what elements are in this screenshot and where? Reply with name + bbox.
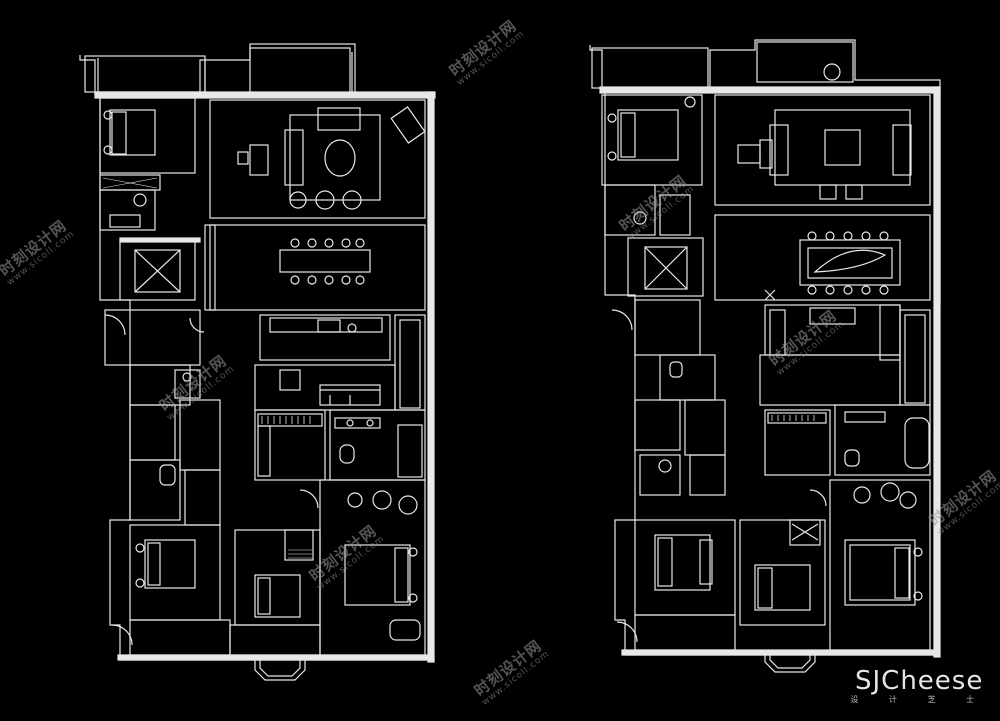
right-floor-plan <box>589 39 941 673</box>
left-floor-plan <box>79 43 436 681</box>
brand-name: SJCheese <box>855 666 984 696</box>
brand-subtitle: 设 计 芝 士 <box>850 695 988 704</box>
brand-logo: SJCheese 设 计 芝 士 <box>850 666 988 705</box>
left-plan-outer-wall <box>79 47 431 661</box>
